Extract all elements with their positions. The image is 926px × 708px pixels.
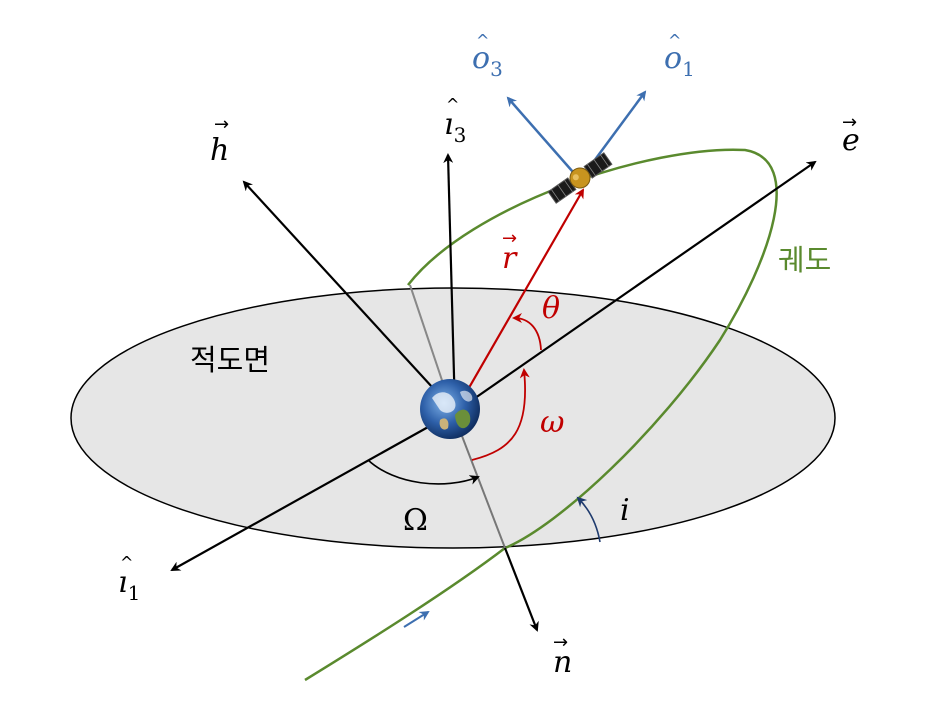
i3-label: ı3 bbox=[444, 107, 466, 147]
r-vector-arrow: → bbox=[502, 228, 517, 249]
i1-label: ı1 bbox=[118, 565, 140, 605]
e-vector-arrow: → bbox=[842, 112, 857, 133]
inclination-label: i bbox=[620, 493, 630, 528]
h-vector-arrow: → bbox=[214, 114, 229, 135]
earth-icon bbox=[420, 379, 480, 439]
r-vector bbox=[454, 188, 584, 413]
satellite-icon bbox=[547, 152, 613, 204]
equatorial-plane-label: 적도면 bbox=[190, 343, 270, 377]
omega-arc bbox=[471, 368, 530, 461]
o1-label: o1 bbox=[664, 41, 695, 81]
theta-label: θ bbox=[542, 291, 560, 326]
Omega-arc bbox=[367, 459, 480, 485]
i1-hat: ^ bbox=[120, 553, 133, 572]
n-vector-label: n bbox=[553, 645, 572, 680]
theta-arc bbox=[512, 313, 542, 351]
orbit-direction-arrow bbox=[403, 610, 430, 628]
e-vector-label: e bbox=[842, 123, 860, 158]
inclination-arc bbox=[576, 496, 601, 543]
o1-hat: ^ bbox=[668, 31, 681, 50]
h-vector-label: h bbox=[210, 133, 229, 168]
o3-axis bbox=[506, 96, 581, 181]
i3-hat: ^ bbox=[446, 95, 459, 114]
h-axis bbox=[242, 180, 456, 413]
Omega-label: Ω bbox=[403, 503, 428, 538]
r-vector-label: r bbox=[502, 241, 518, 276]
e-axis bbox=[454, 160, 817, 413]
o3-hat: ^ bbox=[476, 31, 489, 50]
o3-label: o3 bbox=[472, 41, 503, 81]
n-vector-arrow: → bbox=[553, 632, 568, 653]
i1-axis bbox=[170, 411, 456, 571]
omega-small-label: ω bbox=[540, 405, 564, 440]
orbit-label: 궤도 bbox=[778, 243, 831, 277]
n-axis bbox=[503, 547, 539, 632]
i3-axis bbox=[443, 153, 457, 413]
orbit-path bbox=[304, 148, 778, 682]
